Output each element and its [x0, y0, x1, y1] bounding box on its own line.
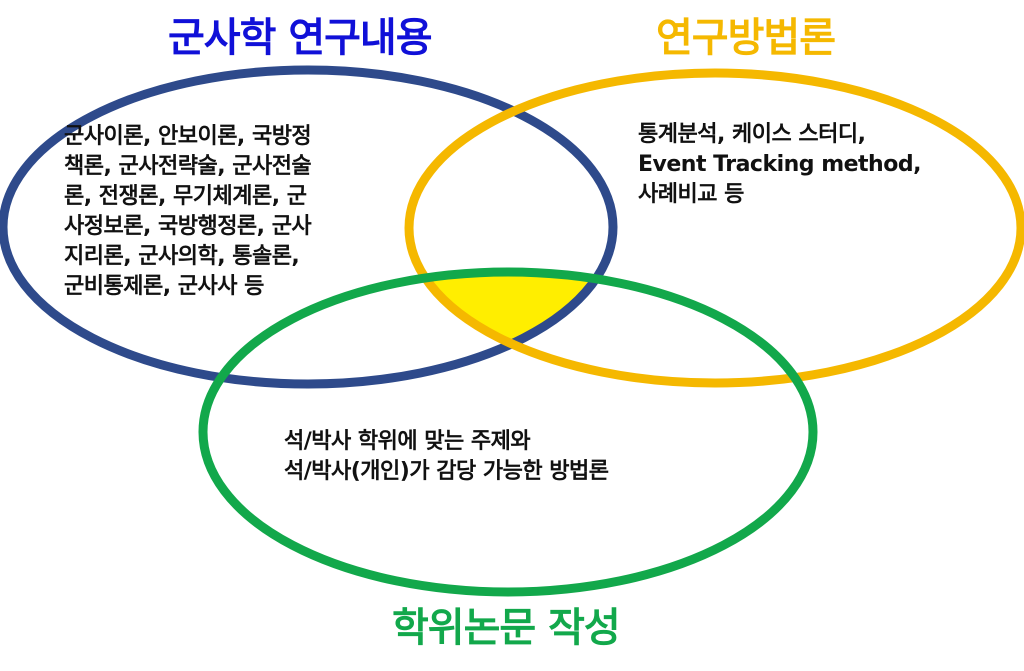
military-content-line: 지리론, 군사의학, 통솔론, — [64, 244, 300, 269]
thesis-writing-text: 석/박사 학위에 맞는 주제와 석/박사(개인)가 감당 가능한 방법론 — [284, 427, 609, 487]
military-content-line: 군사이론, 안보이론, 국방정 — [64, 124, 312, 149]
military-content-text: 군사이론, 안보이론, 국방정 책론, 군사전략술, 군사전술 론, 전쟁론, … — [64, 122, 312, 302]
thesis-writing-line: 석/박사 학위에 맞는 주제와 — [284, 429, 531, 454]
research-method-line: Event Tracking method, — [638, 152, 921, 177]
military-content-line: 사정보론, 국방행정론, 군사 — [64, 214, 312, 239]
thesis-writing-circle — [198, 267, 818, 597]
research-method-line: 통계분석, 케이스 스터디, — [638, 122, 866, 147]
research-method-line: 사례비교 등 — [638, 182, 744, 207]
research-method-title: 연구방법론 — [656, 15, 836, 61]
military-content-title: 군사학 연구내용 — [168, 15, 433, 61]
military-content-circle — [0, 65, 618, 389]
military-content-line: 론, 전쟁론, 무기체계론, 군 — [64, 184, 307, 209]
thesis-writing-line: 석/박사(개인)가 감당 가능한 방법론 — [284, 459, 609, 484]
military-content-line: 책론, 군사전략술, 군사전술 — [64, 154, 312, 179]
research-method-circle — [404, 68, 1024, 388]
thesis-writing-title: 학위논문 작성 — [392, 605, 621, 651]
research-method-text: 통계분석, 케이스 스터디, Event Tracking method, 사례… — [638, 120, 921, 210]
military-content-line: 군비통제론, 군사사 등 — [64, 274, 264, 299]
